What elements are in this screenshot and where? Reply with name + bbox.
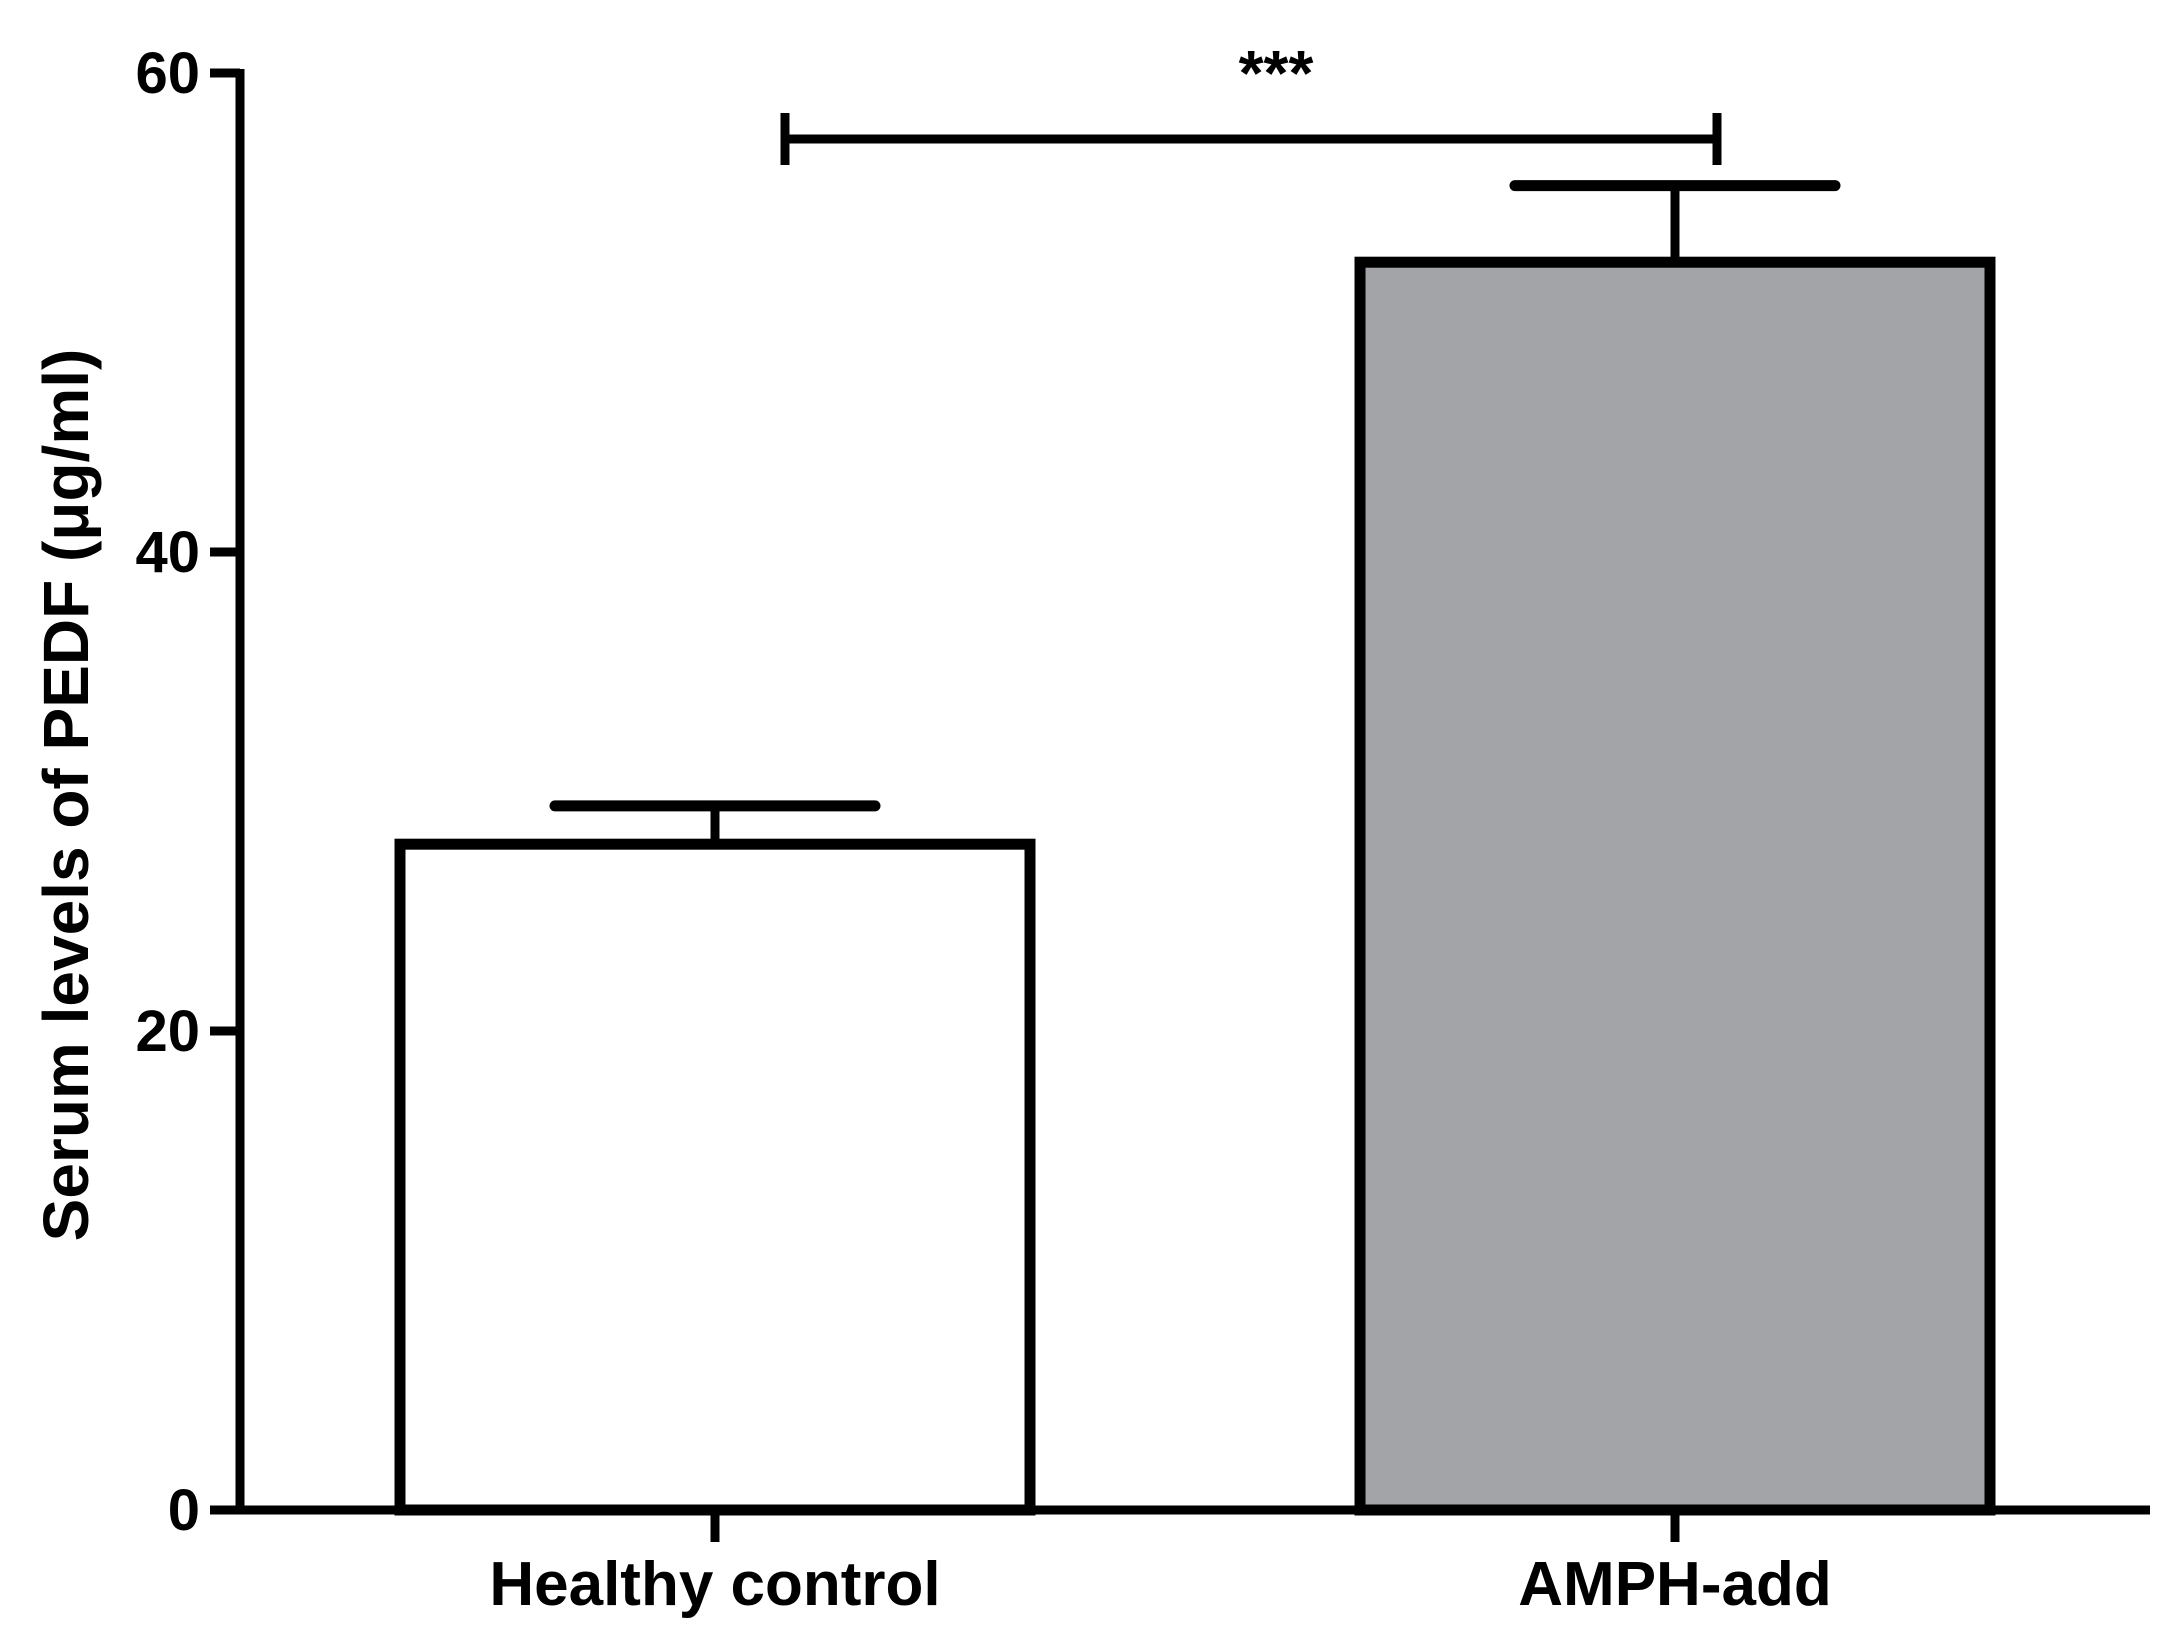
error-bar-healthy-control [549, 800, 881, 845]
bars-layer [394, 256, 1996, 1516]
error-bars-layer [549, 180, 1841, 845]
bar-amph-add [1354, 256, 1996, 1516]
error-bar-amph-add [1509, 180, 1841, 263]
y-axis-label: Serum levels of PEDF (μg/ml) [30, 349, 102, 1242]
x-tick-label: AMPH-add [1518, 1550, 1831, 1619]
y-tick-label: 60 [135, 41, 200, 106]
significance-bracket: *** [780, 37, 1722, 165]
y-tick-label: 40 [135, 520, 200, 585]
x-tick-label: Healthy control [489, 1550, 940, 1619]
y-tick-label: 0 [168, 1478, 200, 1543]
bar-healthy-control [394, 838, 1036, 1516]
y-tick-label: 20 [135, 999, 200, 1064]
significance-layer: *** [780, 37, 1722, 165]
significance-stars: *** [1239, 37, 1314, 109]
